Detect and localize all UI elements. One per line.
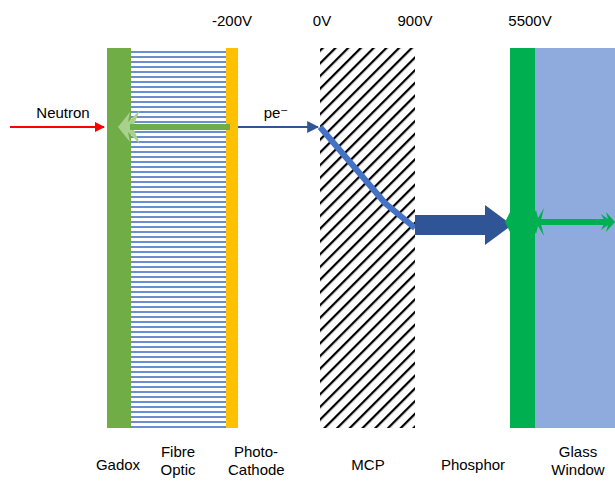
mcp-layer xyxy=(320,48,415,428)
particle-label: Neutron xyxy=(36,104,89,122)
neutron-arrow xyxy=(10,126,104,128)
particle-label: pe⁻ xyxy=(264,104,289,122)
layer-label: Glass Window xyxy=(547,443,609,479)
layer-label: Fibre Optic xyxy=(153,443,203,479)
electron-cloud-arrow xyxy=(415,215,485,235)
fibre-optic-layer xyxy=(131,48,226,428)
layer-label: Gadox xyxy=(96,456,140,474)
layer-label: Photo-Cathode xyxy=(228,443,284,479)
layer-label: MCP xyxy=(351,456,384,474)
voltage-label: 900V xyxy=(397,12,432,30)
voltage-label: -200V xyxy=(212,12,252,30)
layer-label: Phosphor xyxy=(441,456,505,474)
output-splash xyxy=(601,212,615,232)
phosphor-splash xyxy=(505,204,524,240)
electron-cascade xyxy=(320,127,415,228)
light-output xyxy=(535,219,607,225)
voltage-label: 0V xyxy=(313,12,331,30)
photoelectron-arrow xyxy=(238,126,318,128)
light-path xyxy=(130,124,230,130)
photocathode-layer xyxy=(226,48,238,428)
glass-window-layer xyxy=(535,48,615,428)
voltage-label: 5500V xyxy=(508,12,551,30)
gadox-layer xyxy=(107,48,131,428)
phosphor-layer xyxy=(510,48,535,428)
